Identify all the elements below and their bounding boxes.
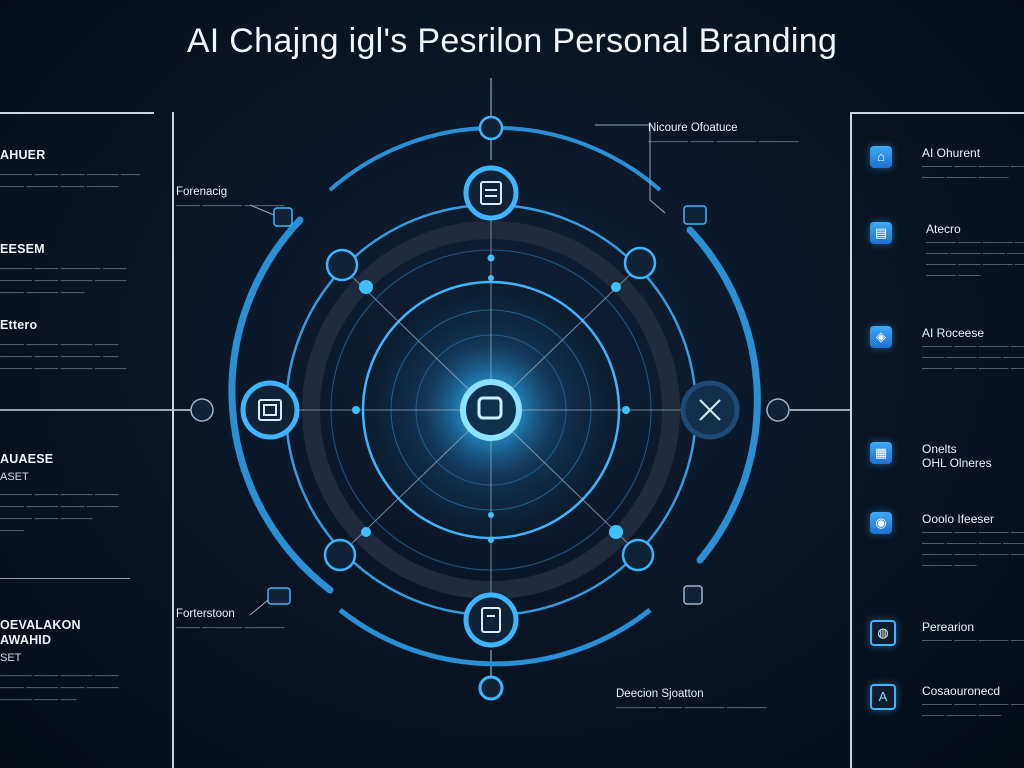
right-panel [850, 112, 1024, 768]
left-section-heading: AUAESE [0, 452, 54, 466]
home-icon: ⌂ [870, 146, 892, 168]
text-line: ———— ——— ———— —— [922, 161, 1024, 170]
callout-title: Forterstoon [176, 608, 235, 620]
text-line: ——— [0, 526, 24, 535]
outer-ring-arc-bottom [338, 608, 652, 667]
text-line: ———— ——— ———— [0, 514, 93, 523]
text-line: ——— ———— ——— ———— [0, 502, 119, 511]
left-section-heading: AHUER [0, 148, 46, 162]
panel-rule [852, 112, 1024, 114]
left-panel: AHUER ———— ——— ——— ———— ——— ——— ———— ———… [0, 112, 174, 768]
left-section-3: Ettero ——— ———— ———— ——— ———— ——— ————— … [0, 318, 140, 375]
layout-icon: ▤ [870, 222, 892, 244]
left-section-heading: OEVALAKON AWAHID [0, 618, 81, 647]
text-line: ———— ——— ———— ———— [0, 364, 127, 373]
grid-icon: ▦ [870, 442, 892, 464]
text-line: ———— ——— ———— —— [922, 549, 1024, 558]
panel-rule [0, 112, 154, 114]
text-line: ———— ——— ——— ———— ——— [0, 170, 140, 179]
text-line: ——— ———— ——— ——— [922, 352, 1024, 361]
left-section-heading: EESEM [0, 242, 45, 256]
text-line: ———— ——— ———— —— [922, 363, 1024, 372]
left-section-subheading: ASET [0, 471, 29, 483]
text-line: ———— ——— ———— —— [922, 635, 1024, 644]
text-line: ——— ———— ——— ———— [0, 683, 119, 692]
right-item-title: Perearion [922, 620, 975, 634]
leader-lines [249, 124, 666, 616]
face-icon: ◉ [870, 512, 892, 534]
text-line: ——— ———— ———— [922, 172, 1009, 181]
text-line: ———— ——— ———— —— [922, 699, 1024, 708]
text-line: ——— ———— ——— ——— [922, 538, 1024, 547]
callout-left-lower: Forterstoon ——— ————— ————— [176, 608, 284, 632]
left-section-5: OEVALAKON AWAHID SET ———— ——— ———— ——— —… [0, 618, 140, 706]
right-item-title: Onelts OHL Olneres [922, 442, 992, 470]
callout-title: Deecion Sjoatton [616, 688, 704, 700]
text-line: ———— ——— ———— ———— [0, 276, 127, 285]
outer-ring-arc-left [228, 216, 334, 594]
text-line: ———— ——— ———— —— [922, 341, 1024, 350]
text-line: ———— ——— [926, 270, 981, 279]
text-line: ——— ———— ——— ——— [926, 248, 1024, 257]
callout-left-upper: Forenacig ——— ————— ————— [176, 186, 284, 210]
text-line: ———— ——— —— [0, 695, 77, 704]
text-line: ——— ———— ———— ——— [0, 340, 119, 349]
right-item-title: Atecro [926, 222, 961, 236]
callout-subtitle: ————— ——— ————— ————— [616, 703, 767, 712]
callout-subtitle: ————— ——— ————— ————— [648, 137, 799, 146]
text-line: ———— ——— ————— ——— [0, 264, 127, 273]
text-line: ———— ——— ———— ——— [0, 671, 119, 680]
callout-top-right: Nicoure Ofoatuce ————— ——— ————— ————— [648, 122, 799, 146]
right-item-title: Ooolo Ifeeser [922, 512, 995, 526]
text-line: ——— ———— ——— [0, 288, 85, 297]
callout-title: Forenacig [176, 186, 228, 198]
left-section-subheading: SET [0, 652, 22, 664]
page-title: AI Chajng igl's Pesrilon Personal Brandi… [186, 22, 838, 60]
letter-a-icon: A [870, 684, 896, 710]
center-node [460, 379, 522, 441]
node-glyphs [258, 181, 721, 633]
edge-nodes [190, 115, 790, 701]
camera-icon: ◍ [870, 620, 896, 646]
callout-subtitle: ——— ————— ————— [176, 623, 285, 632]
right-item-title: AI Roceese [922, 326, 985, 340]
right-item-title: Cosaouronecd [922, 684, 1001, 698]
text-line: ———— ——— ———— ——— [0, 490, 119, 499]
text-line: ———— ——— [922, 560, 977, 569]
mask-icon: ◈ [870, 326, 892, 348]
text-line: ——— ———— ——— ———— [0, 182, 119, 191]
panel-divider [0, 578, 130, 579]
text-line: ———— ——— ———— —— [926, 259, 1024, 268]
left-section-2: EESEM ———— ——— ————— ——— ———— ——— ———— —… [0, 242, 140, 299]
text-line: ———— ——— ———— —— [926, 237, 1024, 246]
left-section-4: AUAESE ASET ———— ——— ———— ——— ——— ———— —… [0, 452, 140, 537]
connector-dots [352, 254, 630, 543]
text-line: ———— ——— ————— —— [0, 352, 119, 361]
outer-ring-arc-right [686, 226, 761, 564]
left-section-heading: Ettero [0, 318, 38, 332]
callout-title: Nicoure Ofoatuce [648, 122, 738, 134]
callout-bottom: Deecion Sjoatton ————— ——— ————— ————— [616, 688, 767, 712]
text-line: ——— ———— ——— [922, 710, 1002, 719]
left-section-1: AHUER ———— ——— ——— ———— ——— ——— ———— ———… [0, 148, 140, 193]
text-line: ———— ——— ———— —— [922, 527, 1024, 536]
small-nodes [323, 246, 657, 572]
callout-subtitle: ——— ————— ————— [176, 201, 285, 210]
right-item-title: AI Ohurent [922, 146, 981, 160]
